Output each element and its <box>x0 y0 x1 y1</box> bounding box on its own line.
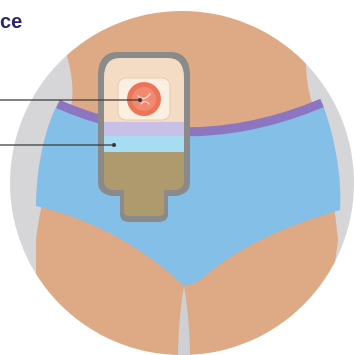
stoma-icon <box>127 82 161 116</box>
heading: ce <box>0 12 22 32</box>
